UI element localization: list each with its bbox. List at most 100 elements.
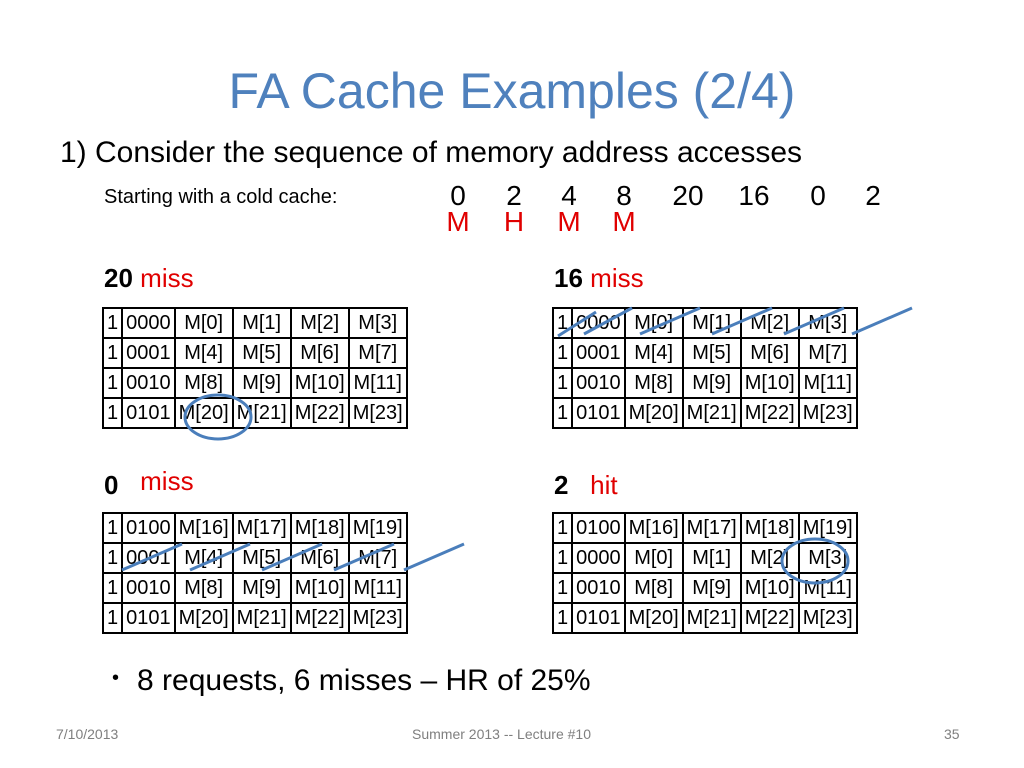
data-word: M[5] bbox=[681, 337, 742, 369]
data-word: M[22] bbox=[289, 397, 350, 429]
data-word: M[16] bbox=[173, 512, 234, 544]
data-word: M[19] bbox=[797, 512, 858, 544]
tag: 0101 bbox=[121, 397, 176, 429]
panel-address: 20 bbox=[104, 263, 133, 293]
question-text: 1) Consider the sequence of memory addre… bbox=[60, 136, 803, 169]
summary-text: 8 requests, 6 misses – HR of 25% bbox=[137, 664, 591, 697]
data-word: M[11] bbox=[347, 572, 408, 604]
data-word: M[10] bbox=[739, 367, 800, 399]
panel-address: 0 bbox=[104, 470, 119, 500]
data-word: M[4] bbox=[173, 337, 234, 369]
data-word: M[9] bbox=[231, 572, 292, 604]
valid-bit: 1 bbox=[101, 572, 124, 604]
data-word: M[0] bbox=[623, 542, 684, 574]
data-word: M[11] bbox=[797, 367, 858, 399]
tag: 0101 bbox=[121, 602, 176, 634]
starting-label: Starting with a cold cache: bbox=[104, 186, 338, 208]
data-word: M[5] bbox=[231, 542, 292, 574]
data-word: M[9] bbox=[681, 572, 742, 604]
data-word: M[11] bbox=[347, 367, 408, 399]
data-word: M[11] bbox=[797, 572, 858, 604]
tag: 0001 bbox=[571, 337, 626, 369]
valid-bit: 1 bbox=[101, 307, 124, 339]
data-word: M[20] bbox=[173, 602, 234, 634]
data-word: M[22] bbox=[739, 397, 800, 429]
valid-bit: 1 bbox=[551, 337, 574, 369]
tag: 0101 bbox=[571, 602, 626, 634]
result-item: M bbox=[446, 206, 470, 237]
summary-bullet: • 8 requests, 6 misses – HR of 25% bbox=[112, 664, 591, 698]
data-word: M[17] bbox=[231, 512, 292, 544]
footer-lecture: Summer 2013 -- Lecture #10 bbox=[412, 726, 591, 742]
data-word: M[22] bbox=[289, 602, 350, 634]
valid-bit: 1 bbox=[551, 367, 574, 399]
tag: 0100 bbox=[121, 512, 176, 544]
valid-bit: 1 bbox=[551, 512, 574, 544]
data-word: M[7] bbox=[347, 337, 408, 369]
valid-bit: 1 bbox=[551, 602, 574, 634]
footer-date: 7/10/2013 bbox=[56, 726, 119, 742]
panel-status: miss bbox=[590, 263, 644, 293]
data-word: M[1] bbox=[681, 307, 742, 339]
data-word: M[2] bbox=[289, 307, 350, 339]
data-word: M[2] bbox=[739, 307, 800, 339]
panel-status: miss bbox=[140, 263, 194, 293]
data-word: M[20] bbox=[623, 602, 684, 634]
data-word: M[7] bbox=[797, 337, 858, 369]
data-word: M[20] bbox=[173, 397, 234, 429]
valid-bit: 1 bbox=[551, 542, 574, 574]
panel-header: 2 hit bbox=[554, 470, 618, 501]
panel-status: miss bbox=[140, 466, 194, 496]
data-word: M[6] bbox=[289, 337, 350, 369]
data-word: M[2] bbox=[739, 542, 800, 574]
data-word: M[8] bbox=[623, 572, 684, 604]
data-word: M[4] bbox=[173, 542, 234, 574]
data-word: M[7] bbox=[347, 542, 408, 574]
result-item: M bbox=[612, 206, 636, 237]
tag: 0010 bbox=[571, 572, 626, 604]
sequence-item: 0 bbox=[450, 180, 466, 211]
data-word: M[19] bbox=[347, 512, 408, 544]
data-word: M[8] bbox=[623, 367, 684, 399]
sequence-item: 16 bbox=[738, 180, 770, 211]
data-word: M[5] bbox=[231, 337, 292, 369]
data-word: M[1] bbox=[681, 542, 742, 574]
data-word: M[21] bbox=[681, 397, 742, 429]
sequence-item: 4 bbox=[561, 180, 577, 211]
data-word: M[9] bbox=[231, 367, 292, 399]
data-word: M[3] bbox=[347, 307, 408, 339]
panel-address: 16 bbox=[554, 263, 583, 293]
panel-header: 16 miss bbox=[554, 263, 644, 294]
valid-bit: 1 bbox=[551, 397, 574, 429]
data-word: M[23] bbox=[797, 602, 858, 634]
tag: 0000 bbox=[121, 307, 176, 339]
data-word: M[3] bbox=[797, 542, 858, 574]
valid-bit: 1 bbox=[101, 542, 124, 574]
result-item: M bbox=[557, 206, 581, 237]
sequence-item: 2 bbox=[506, 180, 522, 211]
footer-page-number: 35 bbox=[944, 726, 960, 742]
bullet-dot: • bbox=[112, 667, 120, 689]
tag: 0000 bbox=[571, 542, 626, 574]
sequence-item: 8 bbox=[616, 180, 632, 211]
tag: 0100 bbox=[571, 512, 626, 544]
data-word: M[22] bbox=[739, 602, 800, 634]
valid-bit: 1 bbox=[101, 397, 124, 429]
valid-bit: 1 bbox=[101, 512, 124, 544]
data-word: M[23] bbox=[347, 602, 408, 634]
